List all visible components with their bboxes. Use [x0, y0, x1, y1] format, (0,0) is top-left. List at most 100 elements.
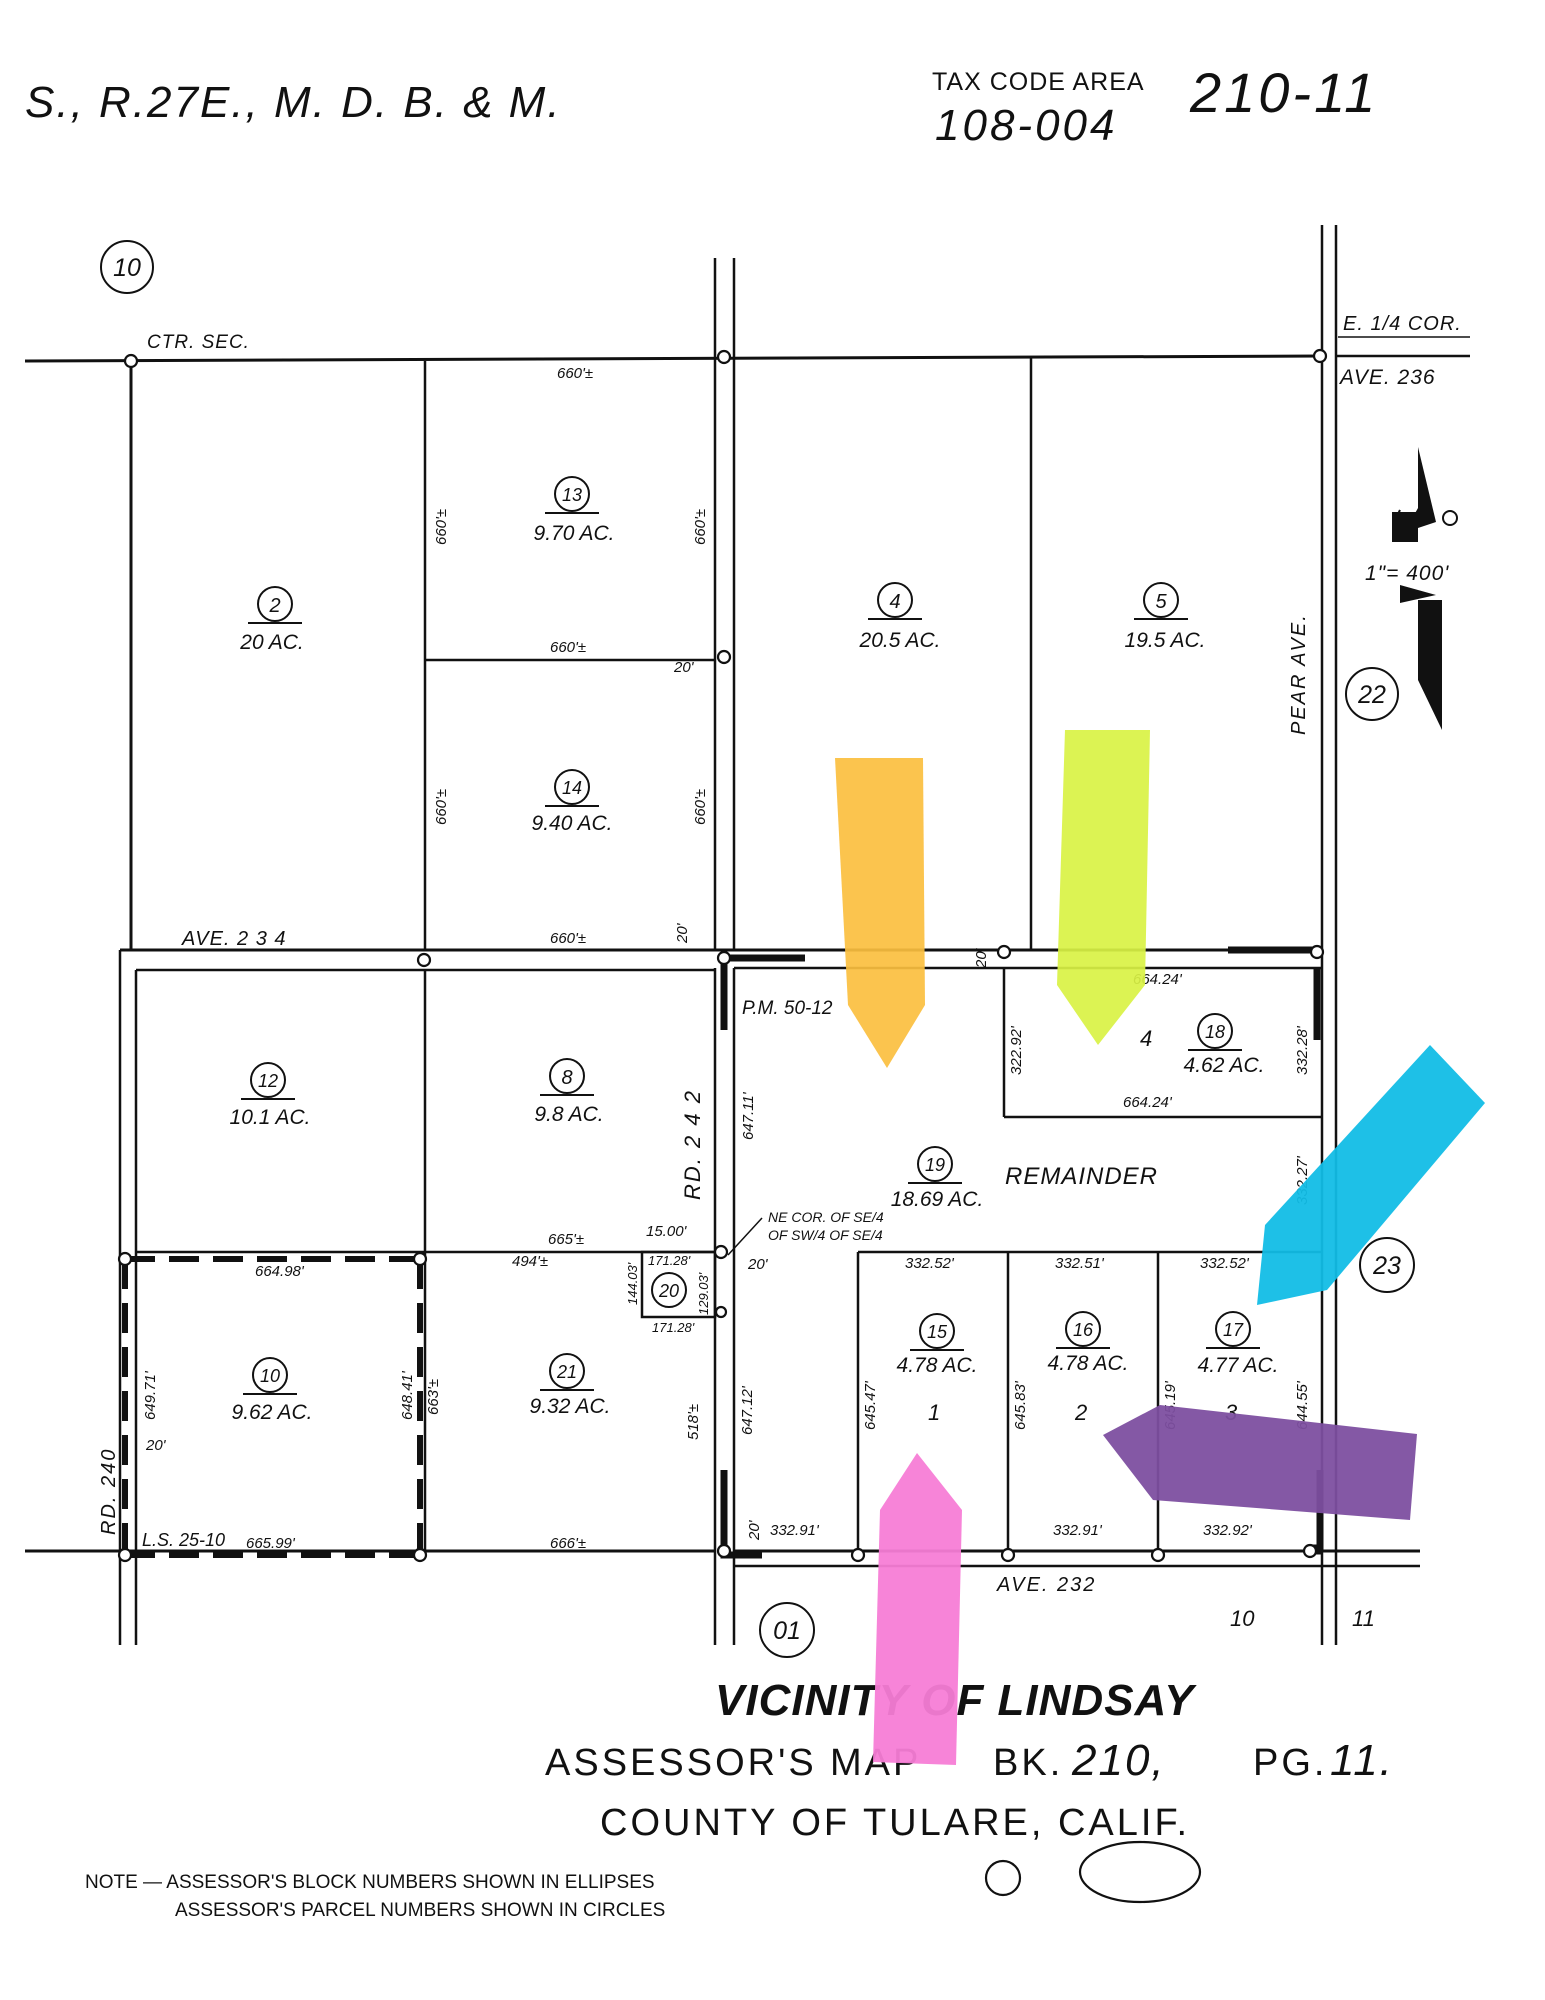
svg-text:10: 10	[260, 1366, 280, 1386]
svg-text:21: 21	[556, 1362, 577, 1382]
parcel-15: 15 4.78 AC.	[897, 1313, 977, 1377]
svg-text:14: 14	[562, 778, 582, 798]
lot-4: 4	[1140, 1026, 1152, 1051]
sec-10-label: 10	[1230, 1606, 1255, 1631]
svg-text:663'±: 663'±	[425, 1379, 442, 1415]
tax-code-label: TAX CODE AREA	[932, 68, 1145, 96]
svg-text:332.91': 332.91'	[770, 1522, 820, 1539]
svg-text:2: 2	[268, 595, 280, 617]
orange-arrow-icon	[835, 758, 925, 1068]
parcel-8: 8 9.8 AC.	[534, 1058, 604, 1126]
pear-ave-label: PEAR AVE.	[1288, 613, 1310, 735]
township-range: S., R.27E., M. D. B. & M.	[25, 78, 562, 127]
book-page-line: ASSESSOR'S MAP BK. 210, PG. 11.	[545, 1736, 1394, 1785]
svg-text:9.62 AC.: 9.62 AC.	[232, 1401, 313, 1424]
svg-text:10: 10	[113, 254, 141, 282]
ave-232-label: AVE. 232	[996, 1574, 1096, 1596]
svg-text:332.52': 332.52'	[905, 1255, 955, 1272]
svg-text:332.91': 332.91'	[1053, 1522, 1103, 1539]
svg-text:15.00': 15.00'	[646, 1223, 688, 1240]
svg-text:BK.: BK.	[993, 1742, 1063, 1784]
svg-text:660'±: 660'±	[433, 509, 450, 545]
parcel-17: 17 4.77 AC.	[1198, 1311, 1279, 1377]
parcel-4: 4 20.5 AC.	[859, 582, 940, 652]
svg-text:648.41': 648.41'	[399, 1370, 416, 1420]
svg-text:20': 20'	[747, 1256, 769, 1273]
svg-text:660'±: 660'±	[692, 789, 709, 825]
tax-code-value: 108-004	[935, 101, 1117, 150]
parcel-12: 12 10.1 AC.	[230, 1062, 310, 1129]
ave-234-label: AVE. 2 3 4	[181, 928, 287, 950]
svg-text:660'±: 660'±	[550, 639, 586, 656]
rd-240-label: RD. 240	[98, 1448, 120, 1535]
svg-text:4.62 AC.: 4.62 AC.	[1184, 1054, 1265, 1077]
pm-label: P.M. 50-12	[742, 998, 833, 1019]
svg-text:645.47': 645.47'	[862, 1380, 879, 1430]
svg-text:171.28': 171.28'	[648, 1253, 691, 1268]
svg-text:144.03': 144.03'	[625, 1262, 640, 1305]
ctr-sec-label: CTR. SEC.	[147, 332, 250, 353]
north-arrow-icon	[1392, 447, 1458, 730]
pink-arrow-icon	[873, 1453, 962, 1765]
block-circle-10: 10	[100, 240, 154, 294]
svg-text:20': 20'	[674, 922, 691, 944]
monuments	[117, 348, 1328, 1563]
svg-text:649.71': 649.71'	[142, 1370, 159, 1420]
svg-text:210,: 210,	[1071, 1736, 1166, 1785]
ls-boundary	[122, 1256, 423, 1558]
parcel-5: 5 19.5 AC.	[1125, 582, 1206, 652]
block-circle-23: 23	[1359, 1237, 1415, 1293]
note-line-2: ASSESSOR'S PARCEL NUMBERS SHOWN IN CIRCL…	[175, 1900, 665, 1921]
svg-text:17: 17	[1223, 1320, 1244, 1340]
parcel-16: 16 4.78 AC.	[1048, 1311, 1129, 1375]
svg-text:664.98': 664.98'	[255, 1263, 305, 1280]
svg-text:22: 22	[1357, 681, 1386, 709]
e-quarter-cor-label: E. 1/4 COR.	[1343, 313, 1462, 335]
svg-text:645.83': 645.83'	[1012, 1380, 1029, 1430]
map-number: 210-11	[1189, 61, 1378, 124]
parcel-13: 13 9.70 AC.	[534, 476, 615, 545]
lot-1: 1	[928, 1400, 940, 1425]
svg-text:644.55': 644.55'	[1294, 1380, 1311, 1430]
svg-text:19.5 AC.: 19.5 AC.	[1125, 629, 1206, 652]
svg-text:20': 20'	[746, 1519, 763, 1541]
svg-text:9.32 AC.: 9.32 AC.	[530, 1395, 611, 1418]
svg-text:20': 20'	[673, 659, 695, 676]
svg-text:322.92': 322.92'	[1008, 1025, 1025, 1075]
ave-236-label: AVE. 236	[1338, 366, 1436, 389]
parcel-10: 10 9.62 AC.	[232, 1357, 313, 1424]
svg-text:129.03': 129.03'	[696, 1272, 711, 1315]
svg-text:4.78 AC.: 4.78 AC.	[1048, 1352, 1129, 1375]
svg-text:332.51': 332.51'	[1055, 1255, 1105, 1272]
svg-text:20 AC.: 20 AC.	[239, 631, 303, 654]
svg-text:332.28': 332.28'	[1294, 1025, 1311, 1075]
svg-text:5: 5	[1155, 591, 1167, 613]
remainder-label: REMAINDER	[1005, 1163, 1158, 1190]
svg-text:4.77 AC.: 4.77 AC.	[1198, 1354, 1279, 1377]
svg-text:18: 18	[1205, 1022, 1225, 1042]
lime-arrow-icon	[1057, 730, 1150, 1045]
scale-label: 1"= 400'	[1365, 562, 1449, 585]
svg-text:665.99': 665.99'	[246, 1535, 296, 1552]
svg-text:666'±: 666'±	[550, 1535, 586, 1552]
parcel-2: 2 20 AC.	[239, 586, 304, 654]
cyan-arrow-icon	[1257, 1045, 1485, 1305]
svg-text:PG.: PG.	[1253, 1742, 1327, 1784]
svg-text:4: 4	[889, 591, 900, 613]
lot-2: 2	[1074, 1400, 1087, 1425]
dimension-labels: 660'± 660'± 660'± 660'± 660'± 660'± 660'…	[142, 365, 1311, 1552]
svg-text:11.: 11.	[1330, 1736, 1394, 1785]
svg-text:18.69 AC.: 18.69 AC.	[891, 1188, 984, 1211]
svg-text:9.40 AC.: 9.40 AC.	[532, 812, 613, 835]
svg-text:9.70 AC.: 9.70 AC.	[534, 522, 615, 545]
svg-text:20': 20'	[145, 1437, 167, 1454]
svg-text:ASSESSOR'S: ASSESSOR'S	[545, 1742, 817, 1784]
svg-text:664.24': 664.24'	[1133, 971, 1183, 988]
sec-11-label: 11	[1352, 1606, 1375, 1631]
svg-text:665'±: 665'±	[548, 1231, 584, 1248]
svg-text:660'±: 660'±	[557, 365, 593, 382]
svg-text:494'±: 494'±	[512, 1253, 548, 1270]
purple-arrow-icon	[1103, 1405, 1417, 1520]
block-circle-22: 22	[1345, 667, 1399, 721]
